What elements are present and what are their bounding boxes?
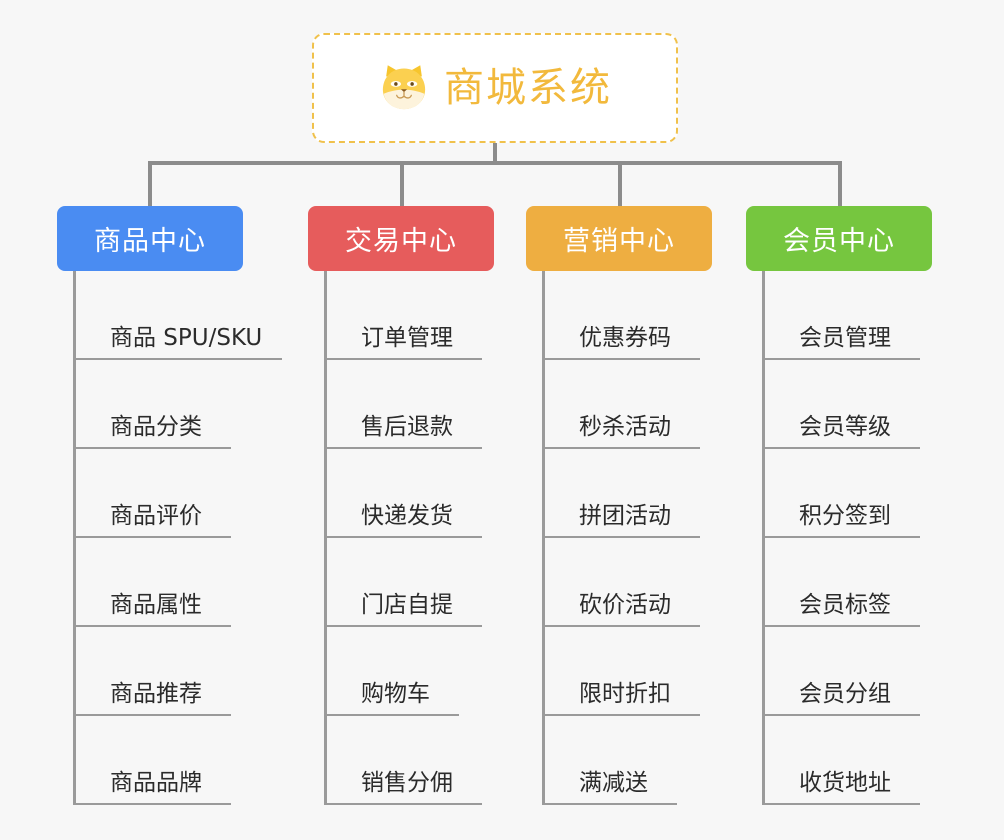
leaf-label: 限时折扣	[579, 680, 671, 707]
leaf-label: 门店自提	[361, 591, 453, 618]
leaf-label: 商品分类	[110, 413, 202, 440]
category-header-label: 会员中心	[783, 226, 895, 257]
leaf-underline	[765, 714, 920, 716]
category-header-trade[interactable]: 交易中心	[308, 206, 494, 271]
leaf-underline	[765, 447, 920, 449]
leaf-label: 会员管理	[799, 324, 891, 351]
list-item[interactable]: 拼团活动	[545, 449, 726, 538]
leaf-underline	[545, 803, 677, 805]
connector-horizontal-bus	[148, 161, 842, 165]
category-header-member[interactable]: 会员中心	[746, 206, 932, 271]
leaf-label: 会员标签	[799, 591, 891, 618]
list-item[interactable]: 会员分组	[765, 627, 946, 716]
leaf-label: 订单管理	[361, 324, 453, 351]
leaf-underline	[76, 447, 231, 449]
leaf-underline	[76, 625, 231, 627]
leaf-label: 拼团活动	[579, 502, 671, 529]
leaf-underline	[327, 447, 482, 449]
connector-root-stem	[493, 143, 497, 165]
leaf-underline	[76, 536, 231, 538]
leaf-underline	[545, 358, 700, 360]
list-item[interactable]: 商品推荐	[76, 627, 277, 716]
category-header-marketing[interactable]: 营销中心	[526, 206, 712, 271]
category-column-trade: 交易中心 订单管理 售后退款 快递发货 门店自提 购物车	[308, 206, 508, 805]
leaf-underline	[327, 625, 482, 627]
root-node[interactable]: 商城系统	[312, 33, 678, 143]
leaf-underline	[76, 714, 231, 716]
leaf-label: 秒杀活动	[579, 413, 671, 440]
list-item[interactable]: 收货地址	[765, 716, 946, 805]
leaf-label: 商品品牌	[110, 769, 202, 796]
leaf-list-member: 会员管理 会员等级 积分签到 会员标签 会员分组 收货地址	[762, 271, 946, 805]
leaf-label: 满减送	[579, 769, 648, 796]
leaf-label: 收货地址	[799, 769, 891, 796]
list-item[interactable]: 售后退款	[327, 360, 508, 449]
list-item[interactable]: 砍价活动	[545, 538, 726, 627]
leaf-label: 优惠券码	[579, 324, 671, 351]
leaf-underline	[545, 625, 700, 627]
list-item[interactable]: 秒杀活动	[545, 360, 726, 449]
list-item[interactable]: 积分签到	[765, 449, 946, 538]
list-item[interactable]: 商品评价	[76, 449, 277, 538]
leaf-underline	[765, 625, 920, 627]
leaf-label: 销售分佣	[361, 769, 453, 796]
leaf-underline	[76, 358, 282, 360]
leaf-underline	[76, 803, 231, 805]
list-item[interactable]: 订单管理	[327, 271, 508, 360]
leaf-list-product: 商品 SPU/SKU 商品分类 商品评价 商品属性 商品推荐 商品品牌	[73, 271, 282, 805]
list-item[interactable]: 满减送	[545, 716, 726, 805]
list-item[interactable]: 会员管理	[765, 271, 946, 360]
category-header-label: 营销中心	[563, 226, 675, 257]
connector-drop-2	[400, 161, 404, 206]
list-item[interactable]: 快递发货	[327, 449, 508, 538]
leaf-underline	[327, 536, 482, 538]
leaf-label: 砍价活动	[579, 591, 671, 618]
category-header-product[interactable]: 商品中心	[57, 206, 243, 271]
category-header-label: 交易中心	[345, 226, 457, 257]
leaf-label: 快递发货	[361, 502, 453, 529]
category-header-label: 商品中心	[94, 226, 206, 257]
list-item[interactable]: 会员等级	[765, 360, 946, 449]
list-item[interactable]: 商品 SPU/SKU	[76, 271, 282, 360]
leaf-label: 会员分组	[799, 680, 891, 707]
leaf-label: 售后退款	[361, 413, 453, 440]
list-item[interactable]: 商品分类	[76, 360, 277, 449]
leaf-label: 商品 SPU/SKU	[110, 324, 263, 351]
leaf-label: 会员等级	[799, 413, 891, 440]
leaf-label: 商品评价	[110, 502, 202, 529]
connector-drop-1	[148, 161, 152, 206]
leaf-label: 积分签到	[799, 502, 891, 529]
leaf-underline	[765, 536, 920, 538]
list-item[interactable]: 商品属性	[76, 538, 277, 627]
leaf-underline	[327, 714, 459, 716]
leaf-list-trade: 订单管理 售后退款 快递发货 门店自提 购物车 销售分佣	[324, 271, 508, 805]
leaf-underline	[765, 358, 920, 360]
leaf-underline	[545, 447, 700, 449]
leaf-list-marketing: 优惠券码 秒杀活动 拼团活动 砍价活动 限时折扣 满减送	[542, 271, 726, 805]
leaf-label: 商品推荐	[110, 680, 202, 707]
leaf-underline	[327, 358, 482, 360]
list-item[interactable]: 销售分佣	[327, 716, 508, 805]
leaf-label: 购物车	[361, 680, 430, 707]
leaf-underline	[545, 536, 700, 538]
list-item[interactable]: 优惠券码	[545, 271, 726, 360]
list-item[interactable]: 限时折扣	[545, 627, 726, 716]
list-item[interactable]: 会员标签	[765, 538, 946, 627]
category-column-product: 商品中心 商品 SPU/SKU 商品分类 商品评价 商品属性 商品推荐	[57, 206, 282, 805]
root-title: 商城系统	[444, 65, 612, 111]
leaf-label: 商品属性	[110, 591, 202, 618]
category-column-member: 会员中心 会员管理 会员等级 积分签到 会员标签 会员分组	[746, 206, 946, 805]
leaf-underline	[327, 803, 482, 805]
leaf-underline	[545, 714, 700, 716]
shiba-dog-face-icon	[378, 62, 430, 114]
connector-drop-4	[838, 161, 842, 206]
list-item[interactable]: 门店自提	[327, 538, 508, 627]
category-column-marketing: 营销中心 优惠券码 秒杀活动 拼团活动 砍价活动 限时折扣	[526, 206, 726, 805]
connector-drop-3	[618, 161, 622, 206]
list-item[interactable]: 购物车	[327, 627, 508, 716]
list-item[interactable]: 商品品牌	[76, 716, 277, 805]
leaf-underline	[765, 803, 920, 805]
